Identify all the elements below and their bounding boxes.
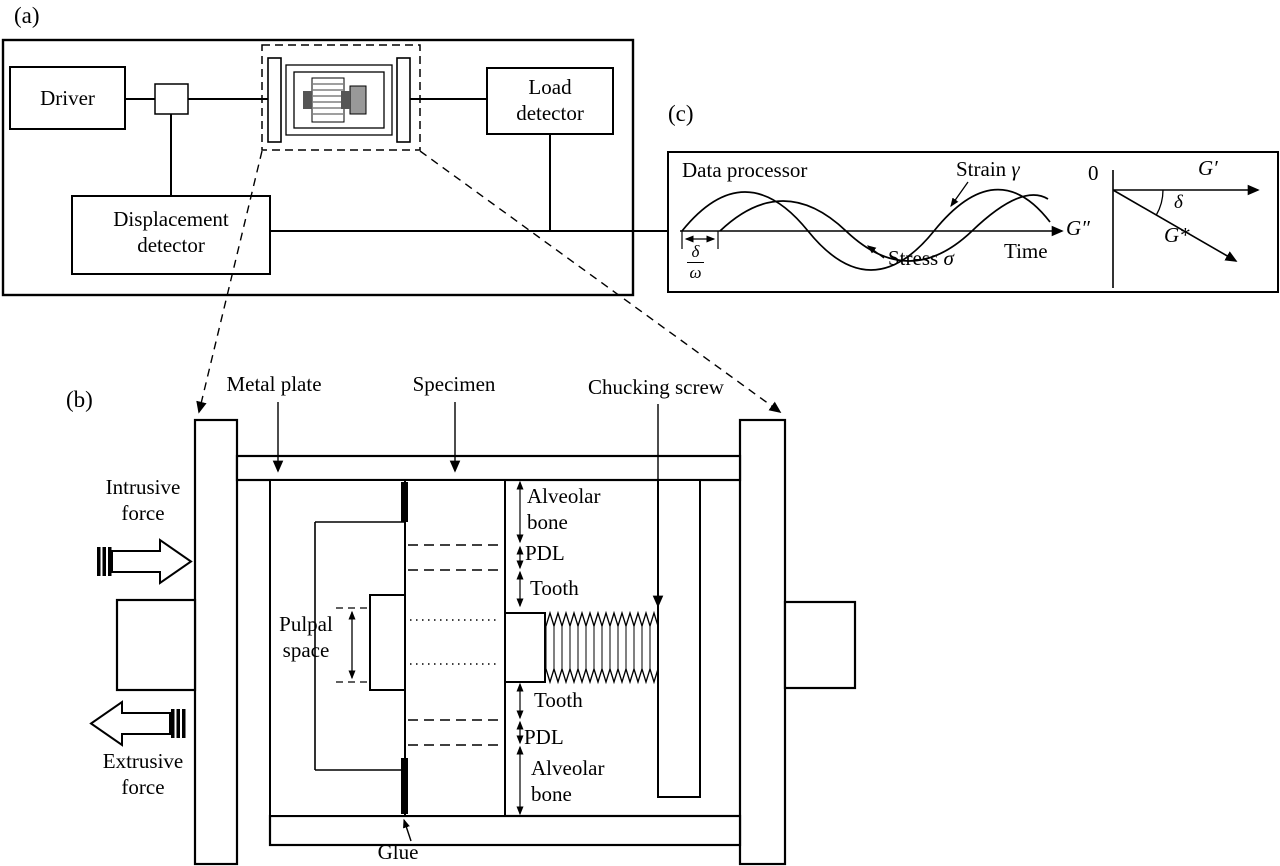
stress-symbol: σ [943,246,954,270]
intrusive-arrow-stripes [97,547,112,576]
connector-block [154,83,189,115]
left-shaft-block [115,598,197,692]
stress-wave [719,194,1049,262]
driver-box [9,66,126,130]
phase-lag-numerator: δ [691,242,700,261]
pdl-bottom-label: PDL [524,725,564,749]
extrusive-arrow-stripes [171,709,186,738]
extrusive-force-label: Extrusive force [102,749,184,800]
displacement-detector-label: Displacement detector [113,207,229,258]
panel-c-letter: (c) [668,101,694,126]
stress-label: Stress σ [888,245,954,271]
panel-c-linework [667,151,1279,293]
fraction-bar [687,261,704,263]
strain-wave [681,188,1051,271]
stress-word: Stress [888,246,939,270]
panel-b-letter: (b) [66,387,93,412]
intrusive-force-label: Intrusive force [105,475,181,526]
phase-lag-fraction: δ ω [687,243,704,282]
phasor-gstar-vector [1112,189,1238,262]
stress-pointer [866,245,885,259]
right-shaft-block [783,600,857,690]
data-processor-title: Data processor [682,158,808,182]
strain-pointer [950,181,969,208]
alveolar-bone-top-label: Alveolar bone [527,484,601,535]
force-arrows [89,538,193,747]
tooth-top-label: Tooth [530,576,579,600]
driver-label: Driver [40,86,95,110]
data-processor-box [667,151,1279,293]
phasor-delta-arc [1155,189,1164,216]
right-clamp-plate [738,418,787,866]
phase-lag-denominator: ω [689,262,702,282]
magnified-region-outline [261,44,421,151]
specimen-label: Specimen [412,372,496,396]
load-detector-label: Load detector [516,75,584,126]
strain-symbol: γ [1011,157,1020,181]
alveolar-bone-bottom-label: Alveolar bone [531,756,605,807]
panel-a-linework [1,38,782,414]
storage-modulus-label: G′ [1198,156,1218,180]
chucking-screw-label: Chucking screw [588,375,724,399]
specimen-assembly-mini [267,57,411,143]
pulpal-space-label: Pulpal space [279,612,333,663]
apparatus-outline [1,38,635,297]
top-metal-plate [235,454,742,482]
loss-modulus-label: G″ [1066,216,1090,240]
glue-pointer [403,818,412,842]
intrusive-arrow [111,538,193,585]
magnify-line-right [419,150,782,413]
pdl-top-label: PDL [525,541,565,565]
screw-shank-block [504,612,546,683]
tooth-bottom-label: Tooth [534,688,583,712]
displacement-detector-box [71,195,271,275]
glue-label: Glue [377,840,419,864]
screw-threads [545,610,659,685]
complex-modulus-label: G* [1164,223,1190,247]
panel-b-linework [115,418,857,866]
panel-b-annotations [272,402,664,842]
metal-plate-label: Metal plate [226,372,322,396]
glue-mark-bottom [401,758,408,814]
panel-a-letter: (a) [14,3,40,28]
phase-angle-label: δ [1174,192,1183,213]
holder-notch [314,521,405,771]
rod-head [369,594,406,691]
left-clamp-plate [193,418,239,866]
extrusive-arrow [89,700,171,747]
right-holder-bar [657,479,701,798]
glue-mark-top [401,482,408,522]
phasor-origin-label: 0 [1088,161,1099,185]
bottom-metal-plate [268,814,742,847]
specimen-block [404,479,506,817]
magnify-line-left [196,150,263,414]
time-axis-label: Time [1004,239,1048,263]
strain-word: Strain [956,157,1007,181]
strain-label: Strain γ [956,156,1020,182]
pulpal-boundary-dashes [336,607,372,683]
